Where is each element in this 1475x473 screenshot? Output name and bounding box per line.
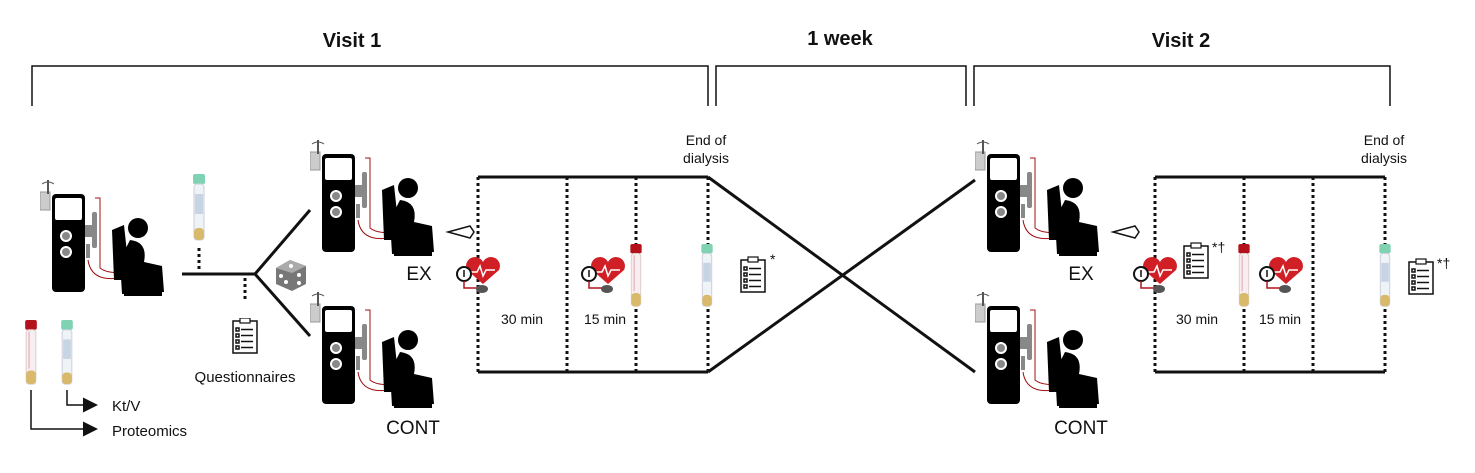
visit2-title: Visit 2 [1152,30,1211,52]
dialysis-station-cont-icon [310,292,435,409]
visit2-bracket [973,65,1391,106]
blood-tube-green-icon [192,174,206,241]
clipboard-icon [740,256,766,293]
dialysis-station-cont-icon [975,292,1100,409]
questionnaire-mark: * [770,251,776,267]
arm-ex-label: EX [1068,264,1094,285]
visit1-bracket [31,65,709,106]
interval-15-label: 15 min [584,311,626,327]
proteomics-label: Proteomics [112,423,187,440]
interval-30-label: 30 min [1176,311,1218,327]
blood-tube-green-icon [700,244,714,307]
clipboard-icon [232,318,258,354]
clipboard-icon [1183,242,1209,279]
heart-blood-pressure-icon [1133,256,1177,294]
dice-icon [276,260,306,291]
ktv-label: Kt/V [112,398,140,415]
heart-blood-pressure-icon [456,256,500,294]
interval-30-label: 30 min [501,311,543,327]
dialysis-station-icon [40,180,165,297]
randomization-branch [253,209,312,337]
questionnaire-mark: *† [1437,255,1450,271]
end-of-dialysis-label: End of [1364,132,1405,148]
ergometer-icon [1110,225,1140,239]
crossover-line [707,178,976,374]
clipboard-icon [1408,258,1434,295]
end-of-dialysis-label: dialysis [683,150,729,166]
heart-blood-pressure-icon [1259,256,1303,294]
interval-15-label: 15 min [1259,311,1301,327]
blood-tube-green-icon [60,320,74,385]
dialysis-station-ex-icon [310,140,435,257]
heart-blood-pressure-icon [581,256,625,294]
questionnaire-mark: *† [1212,239,1225,255]
arm-ex-label: EX [406,264,432,285]
arm-cont-label: CONT [386,418,440,439]
blood-tube-red-icon [1237,244,1251,307]
blood-tube-green-icon [1378,244,1392,307]
end-of-dialysis-label: dialysis [1361,150,1407,166]
ergometer-icon [445,225,475,239]
questionnaires-label: Questionnaires [195,369,296,386]
arm-cont-label: CONT [1054,418,1108,439]
interval-bracket [715,65,967,106]
visit1-title: Visit 1 [323,30,382,52]
blood-tube-red-icon [24,320,38,385]
interval-title: 1 week [807,28,873,50]
arrow-ktv [66,390,98,413]
end-of-dialysis-label: End of [686,132,727,148]
blood-tube-red-icon [629,244,643,307]
dialysis-station-ex-icon [975,140,1100,257]
arrow-proteomics [30,390,98,437]
